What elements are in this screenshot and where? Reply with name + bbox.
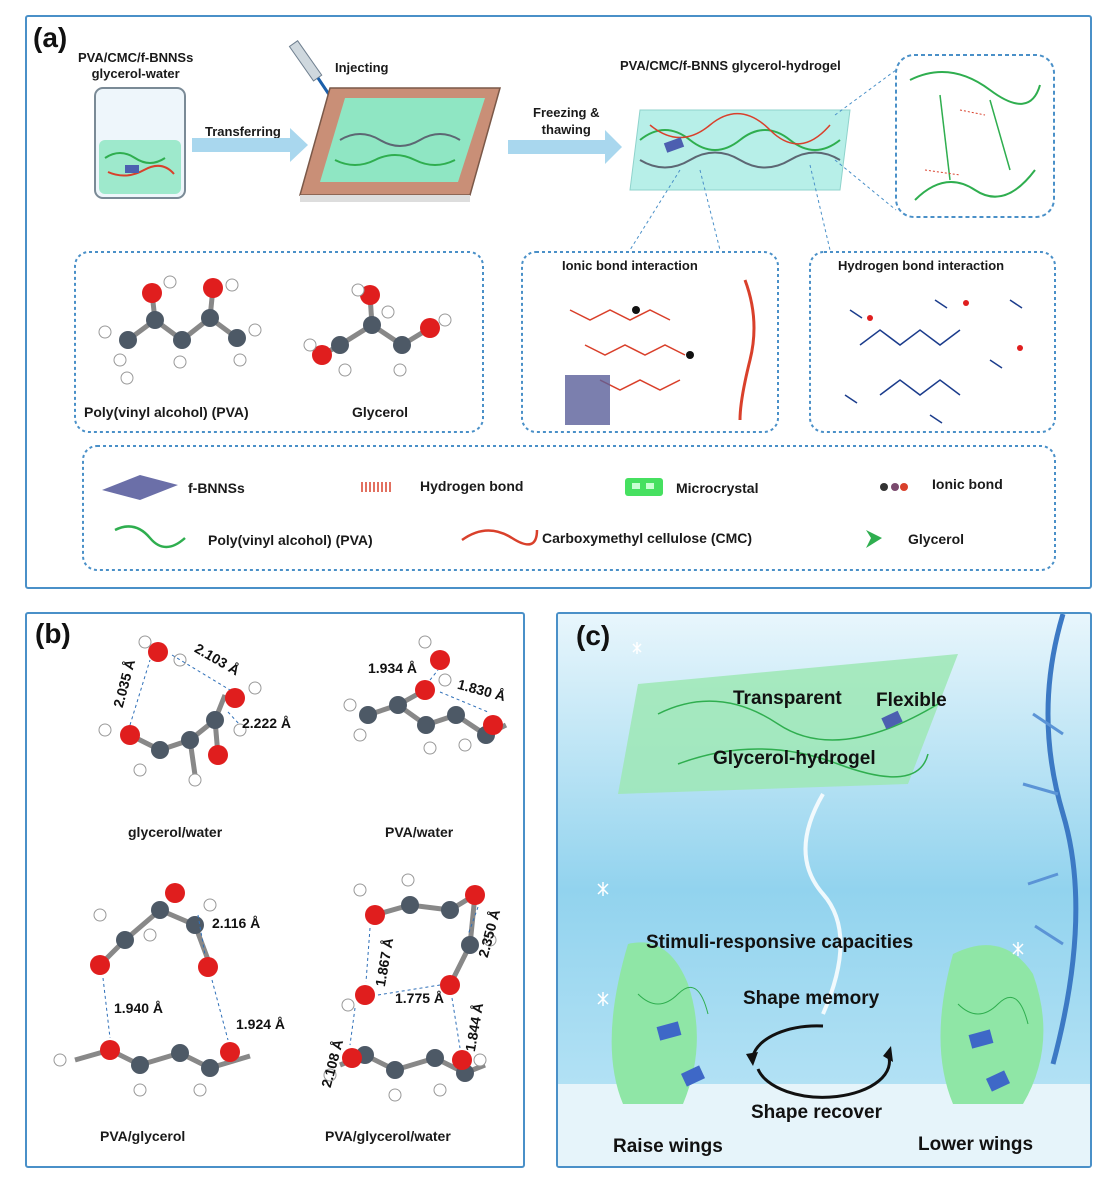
injecting-label: Injecting (335, 60, 389, 75)
glycerol-water-molecule (98, 635, 262, 787)
beaker-icon (94, 87, 186, 199)
legend-pva-label: Poly(vinyl alcohol) (PVA) (208, 532, 373, 548)
pva-label: Poly(vinyl alcohol) (PVA) (84, 404, 249, 420)
flexible-label: Flexible (876, 690, 947, 711)
dist-pg-3: 1.924 Å (236, 1016, 286, 1032)
lower-wings-label: Lower wings (918, 1134, 1034, 1155)
legend-cmc-icon (461, 529, 539, 546)
legend-fbnns-label: f-BNNSs (188, 480, 245, 496)
shape-memory-label: Shape memory (743, 988, 880, 1009)
glycerol-label: Glycerol (352, 404, 409, 420)
legend-hbond-label: Hydrogen bond (420, 478, 524, 494)
legend-fbnns-icon (102, 475, 178, 500)
pva-glycerol-molecule (53, 883, 251, 1097)
mold-tray (299, 87, 501, 202)
panel-c: (c) Transparent Flexible Glycerol-hydrog… (556, 612, 1092, 1168)
caption-pw: PVA/water (385, 824, 454, 840)
legend-microcrystal-icon (625, 478, 663, 496)
caption-gw: glycerol/water (128, 824, 223, 840)
snowflakes (597, 642, 1024, 1006)
pva-molecule (98, 275, 262, 385)
legend-cmc-label: Carboxymethyl cellulose (CMC) (542, 530, 753, 546)
solution-label: PVA/CMC/f-BNNSs glycerol-water (78, 50, 194, 81)
caption-pgw: PVA/glycerol/water (325, 1128, 451, 1144)
legend-glycerol-label: Glycerol (908, 531, 965, 547)
panel-c-tag: (c) (576, 620, 611, 651)
legend-ionic-label: Ionic bond (932, 476, 1003, 492)
hbond-oxygen (867, 300, 1023, 351)
transparent-label: Transparent (733, 688, 842, 709)
dist-pg-1: 2.116 Å (212, 915, 261, 931)
pva-water-molecule (343, 635, 508, 755)
ionic-schematic (565, 279, 756, 425)
gel-block (629, 109, 851, 191)
raise-wings-label: Raise wings (613, 1136, 723, 1157)
legend-hbond-icon (361, 482, 391, 492)
panel-b-tag: (b) (35, 618, 71, 649)
ionic-title: Ionic bond interaction (562, 258, 698, 273)
dist-pg-2: 1.940 Å (114, 1000, 164, 1016)
legend-ionic-icon (880, 483, 908, 491)
transferring-label: Transferring (205, 124, 281, 139)
legend-glycerol-icon (866, 530, 882, 548)
freezing-label: Freezing & thawing (533, 105, 600, 137)
panel-b (25, 612, 525, 1168)
hbond-schematic (844, 299, 1023, 424)
pva-glycerol-water-molecule (323, 873, 497, 1102)
caption-pg: PVA/glycerol (100, 1128, 186, 1144)
dist-gw-3: 2.222 Å (242, 715, 292, 731)
glycerol-molecule (303, 283, 452, 377)
shape-recover-label: Shape recover (751, 1102, 882, 1123)
legend-micro-label: Microcrystal (676, 480, 759, 496)
hbond-title: Hydrogen bond interaction (838, 258, 1005, 273)
hydrogel-label: Glycerol-hydrogel (713, 748, 876, 769)
panel-a-tag: (a) (33, 22, 68, 53)
stimuli-label: Stimuli-responsive capacities (646, 932, 914, 953)
dist-pw-1: 1.934 Å (368, 660, 418, 676)
winter-scene (558, 614, 1090, 1166)
hydrogel-title: PVA/CMC/f-BNNS glycerol-hydrogel (620, 58, 841, 73)
dist-pgw-3: 1.775 Å (395, 990, 445, 1006)
legend-pva-icon (114, 525, 186, 549)
